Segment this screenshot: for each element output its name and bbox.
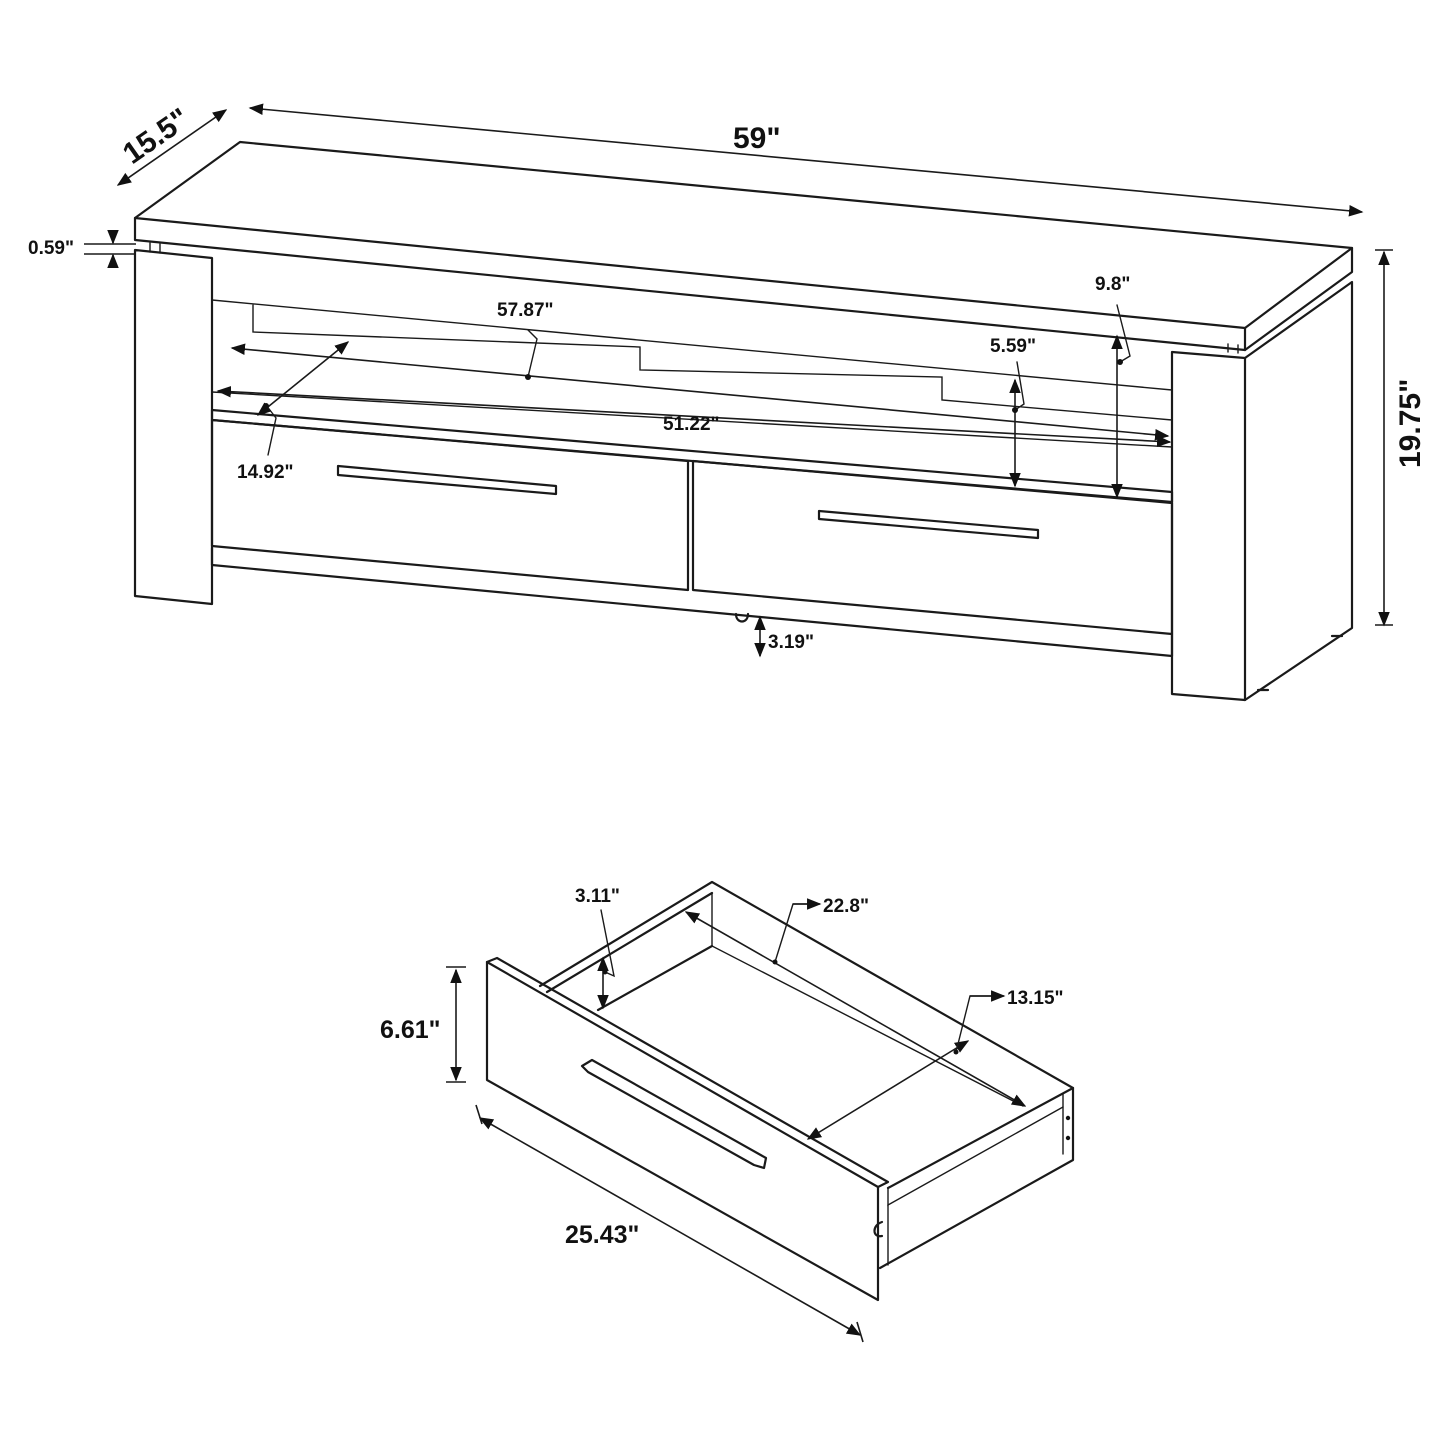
- stand-drawer-right-handle: [817, 509, 1040, 540]
- drawer-handle: [580, 1058, 768, 1170]
- stand-right-panel: [1170, 350, 1247, 702]
- stand-height-label: 19.75": [1394, 379, 1427, 468]
- drawer-drawing: 3.11" 22.8" 13.15" 6.61" 25.43": [380, 880, 1075, 1343]
- drawer-front-height-label: 6.61": [380, 1016, 441, 1044]
- stand-shelf-width-label: 57.87": [497, 300, 554, 321]
- stand-top-front-face: [133, 216, 1247, 352]
- drawer-front-panel: [485, 960, 880, 1302]
- stand-depth-label: 15.5": [117, 102, 195, 171]
- drawer-inner-height-label: 3.11": [575, 886, 620, 907]
- stand-top-thickness-label: 0.59": [28, 238, 74, 259]
- stand-bottom-rail: [210, 546, 1174, 658]
- stand-width-label: 59": [733, 122, 781, 155]
- stand-drawer-left: [210, 418, 690, 592]
- stand-inner-width-label: 51.22": [663, 414, 720, 435]
- stand-shelf-height-label: 5.59": [990, 336, 1036, 357]
- drawer-inner-depth-label: 13.15": [1007, 988, 1064, 1009]
- stand-opening-height-label: 9.8": [1095, 274, 1130, 295]
- stand-shelf-depth-label: 14.92": [237, 462, 294, 483]
- stand-drawer-left-handle: [336, 464, 558, 496]
- drawer-inner-width-label: 22.8": [823, 896, 869, 917]
- stand-left-panel: [133, 248, 214, 606]
- stand-clearance-label: 3.19": [768, 632, 814, 653]
- drawer-front-width-label: 25.43": [565, 1221, 639, 1249]
- drawer-box: [538, 880, 1075, 1190]
- tv-stand-drawing: 15.5" 59" 0.59" 19.75" 57.87" 51.22" 14.…: [28, 102, 1427, 702]
